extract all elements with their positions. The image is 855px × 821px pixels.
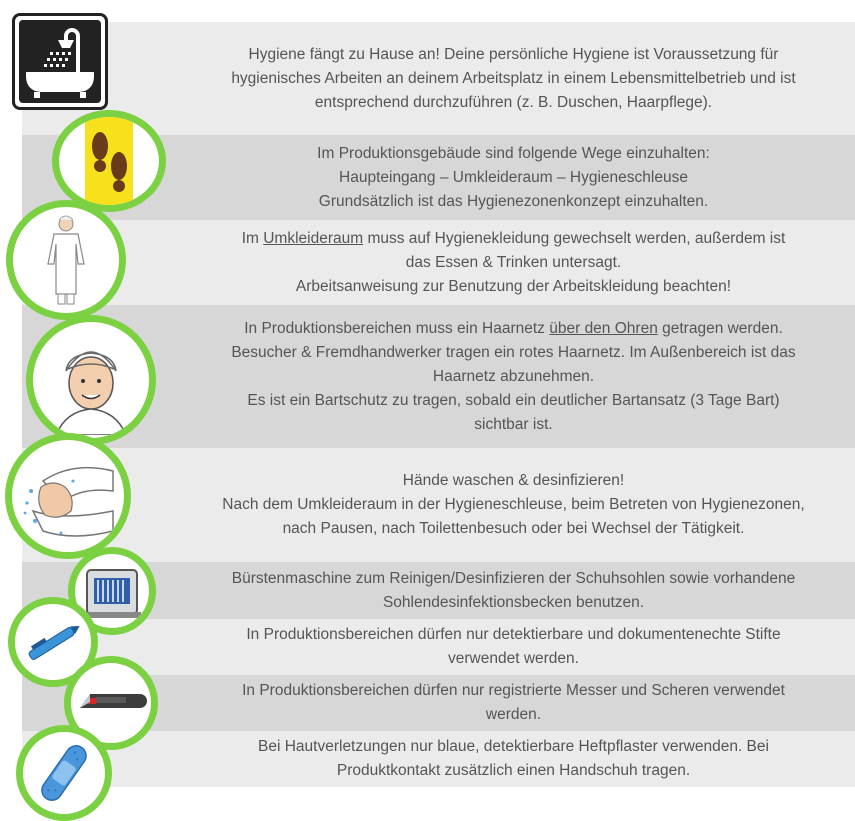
underlined-term: über den Ohren bbox=[549, 319, 658, 337]
underlined-term: Umkleideraum bbox=[263, 229, 364, 247]
rule-row: Im Umkleideraum muss auf Hygienekleidung… bbox=[22, 220, 855, 305]
rule-row: Hygiene fängt zu Hause an! Deine persönl… bbox=[22, 22, 855, 135]
footprints-icon bbox=[52, 110, 166, 212]
rule-text: Im Umkleideraum muss auf Hygienekleidung… bbox=[241, 229, 786, 295]
rule-row: Bürstenmaschine zum Reinigen/Desinfizier… bbox=[22, 562, 855, 619]
rule-text: In Produktionsbereichen dürfen nur detek… bbox=[246, 626, 781, 667]
rule-text: Bei Hautverletzungen nur blaue, detektie… bbox=[258, 738, 769, 779]
rule-text: Hygiene fängt zu Hause an! Deine persönl… bbox=[231, 45, 796, 111]
rule-text: Hände waschen & desinfizieren! Nach dem … bbox=[222, 472, 805, 537]
worker-in-hygiene-clothing-icon bbox=[6, 200, 126, 320]
detectable-pen-icon bbox=[8, 597, 98, 687]
rule-row: In Produktionsbereichen muss ein Haarnet… bbox=[22, 305, 855, 448]
rule-row: In Produktionsbereichen dürfen nur detek… bbox=[22, 619, 855, 675]
rule-row: Hände waschen & desinfizieren! Nach dem … bbox=[22, 448, 855, 562]
utility-knife-icon bbox=[64, 656, 158, 750]
rule-text: In Produktionsbereichen dürfen nur regis… bbox=[242, 682, 785, 723]
rule-text: In Produktionsbereichen muss ein Haarnet… bbox=[231, 319, 796, 433]
person-with-hairnet-icon bbox=[26, 315, 156, 445]
blue-plaster-icon bbox=[16, 725, 112, 821]
rule-text: Bürstenmaschine zum Reinigen/Desinfizier… bbox=[231, 569, 796, 611]
rule-row: Bei Hautverletzungen nur blaue, detektie… bbox=[22, 731, 855, 787]
shower-bathtub-icon bbox=[12, 13, 108, 110]
hand-washing-icon bbox=[5, 433, 131, 559]
rule-text: Im Produktionsgebäude sind folgende Wege… bbox=[317, 144, 710, 210]
rule-row: In Produktionsbereichen dürfen nur regis… bbox=[22, 675, 855, 731]
